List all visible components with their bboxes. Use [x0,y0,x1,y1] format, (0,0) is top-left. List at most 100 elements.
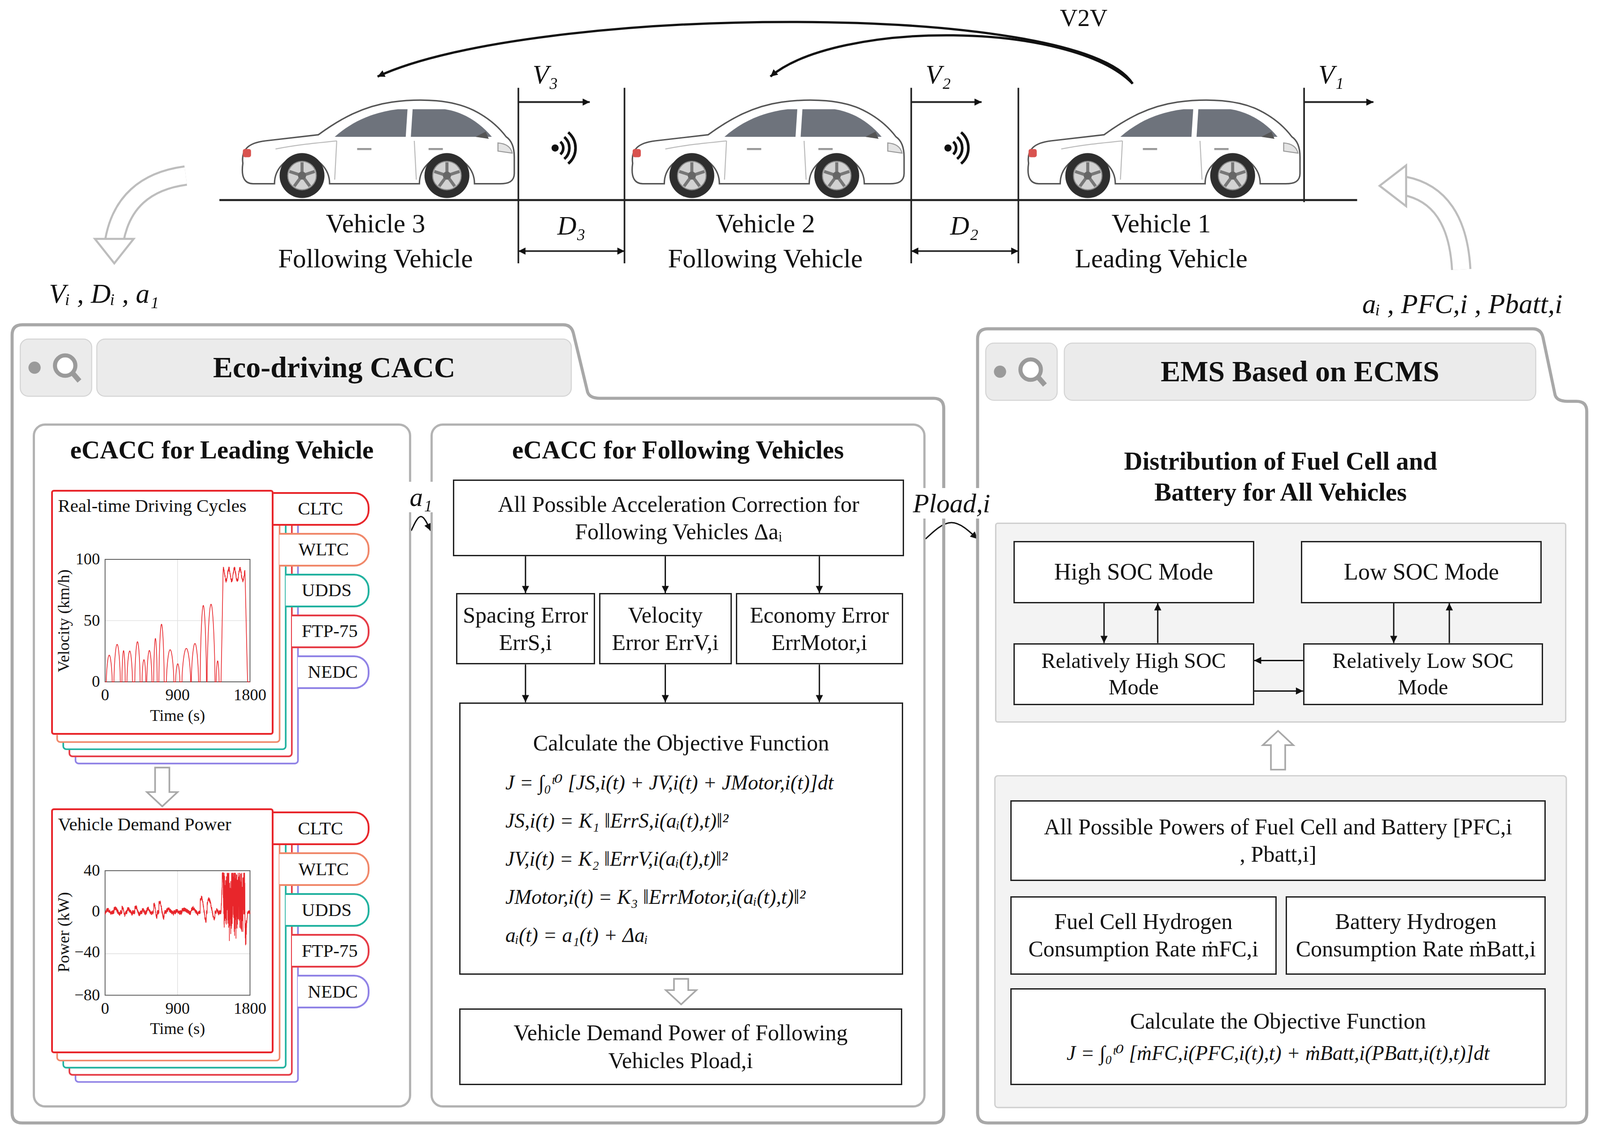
axis-label: Power (kW) [54,891,74,972]
car-illustration [242,100,514,198]
node-label: Spacing Error ErrS,i [461,601,590,657]
node-label: Calculate the Objective Function [1130,1007,1427,1035]
formula-line: JV,i(t) = K₂ ‖ErrV,i(aᵢ(t),t)‖² [505,846,728,872]
power-group [995,775,1567,1108]
process-box: Relatively Low SOC Mode [1303,643,1544,706]
cycle-tab: CLTC [273,491,370,526]
axis-label: −80 [74,985,100,1005]
node-label: Vehicle Demand Power of Following Vehicl… [486,1018,876,1074]
text-area: NEDC [297,976,368,1007]
node-label: All Possible Acceleration Correction for… [466,490,891,546]
node-label: Calculate the Objective Function [533,729,830,757]
cycle-tab: UDDS [285,573,370,608]
arrow-connector [524,664,527,702]
chart-ground [51,808,274,1053]
block-arrow [665,978,697,1005]
axis-label: 0 [91,901,100,921]
node-label: CLTC [297,497,344,520]
node-label: Battery Hydrogen Consumption Rate ṁBatt,… [1293,907,1539,963]
illustration [51,21,1567,1108]
process-box: Battery Hydrogen Consumption Rate ṁBatt,… [1285,895,1546,975]
text-area: All Possible Acceleration Correction for… [454,480,903,555]
text-area: Calculate the Objective FunctionJ = ∫₀ᵗ⁰… [460,703,902,974]
group-box: eCACC for Leading VehicleReal-time Drivi… [32,423,412,1108]
plot-grid [104,559,250,682]
text-area: WLTC [279,534,368,565]
arrow-connector [1254,690,1304,692]
formula-line: JS,i(t) = K₁ ‖ErrS,i(aᵢ(t),t)‖² [505,808,729,834]
axis-label: Velocity (km/h) [54,569,74,672]
cycle-tab: FTP-75 [291,614,370,648]
group-box: eCACC for Following VehiclesAll Possible… [430,423,926,1108]
formula-box: Calculate the Objective Function J = ∫₀ᵗ⁰… [1010,987,1547,1085]
text-area: CLTC [273,493,368,524]
text-area: Spacing Error ErrS,i [457,594,594,663]
road-line [219,199,1357,202]
text-area: WLTC [279,853,368,884]
text-area: FTP-75 [291,616,368,647]
text-area: Vehicle Demand Power of Following Vehicl… [460,1009,901,1084]
arrow-connector [664,664,666,702]
car-illustration [1028,100,1300,198]
formula-box: Calculate the Objective FunctionJ = ∫₀ᵗ⁰… [459,702,904,975]
text-area: Calculate the Objective Function J = ∫₀ᵗ⁰… [1011,989,1545,1084]
cycle-tab: WLTC [279,532,370,567]
annotation-label: Vehicle 2 [715,208,816,239]
arrow-connector [818,556,821,593]
node-label: Fuel Cell Hydrogen Consumption Rate ṁFC,… [1017,907,1270,963]
formula-line: J = ∫₀ᵗ⁰ [ṁFC,i(PFC,i(t),t) + ṁBatt,i(PB… [1066,1040,1490,1066]
velocity-arrow [518,101,590,104]
annotation-label: D₃ [557,210,586,241]
axis-label: 900 [165,999,191,1018]
arrow-connector [1448,603,1451,644]
axis-label: 40 [83,860,100,880]
process-box: Relatively High SOC Mode [1013,643,1255,706]
search-icon [20,338,92,396]
velocity-arrow [911,101,982,104]
text-area: All Possible Powers of Fuel Cell and Bat… [1011,801,1545,880]
node-label: Real-time Driving Cycles [57,494,247,518]
annotation-label: aᵢ , PFC,i , Pbatt,i [1362,287,1563,320]
signal-icon [551,132,576,164]
flow-arrow [1379,165,1461,270]
heading-text: eCACC for Leading Vehicle [70,434,374,466]
panel-header-bar [1064,343,1536,400]
text-area: Relatively High SOC Mode [1014,644,1253,705]
node-label: UDDS [301,578,352,602]
axis-label: 1800 [233,999,267,1018]
block-arrow [147,767,178,806]
text-area: CLTC [273,813,368,844]
text-area: Fuel Cell Hydrogen Consumption Rate ṁFC,… [1011,897,1276,974]
arrow-connector [1156,603,1159,644]
annotation-label: Leading Vehicle [1074,243,1248,274]
plot-frame [104,559,250,682]
process-box: Fuel Cell Hydrogen Consumption Rate ṁFC,… [1010,895,1277,975]
cycle-tab: CLTC [273,811,370,845]
node-label: NEDC [307,980,358,1003]
panel-frame: EMS Based on ECMS Distribution of Fuel Ce… [977,328,1587,1123]
text-area: Distribution of Fuel Cell and Battery fo… [1081,445,1480,508]
velocity-arrow [1304,101,1374,104]
process-box: Vehicle Demand Power of Following Vehicl… [459,1008,903,1085]
formula-line: aᵢ(t) = a₁(t) + Δaᵢ [505,922,648,948]
cycle-tab: FTP-75 [291,933,370,968]
annotation-label: V2V [1059,4,1108,33]
annotation-label: Vehicle 1 [1111,208,1212,239]
arrow-connector [524,556,527,593]
text-area: EMS Based on ECMS [1064,343,1536,400]
annotation-label: D₂ [950,210,979,241]
axis-label: 900 [165,685,191,705]
node-label: WLTC [298,857,349,881]
text-area: eCACC for Leading Vehicle [34,434,409,466]
annotation-label: Following Vehicle [667,243,863,274]
axis-label: 0 [100,999,109,1018]
axis-label: Time (s) [149,1019,205,1039]
text-area: Vehicle Demand Power [57,813,232,836]
node-label: Relatively High SOC Mode [1039,647,1229,701]
data-series [104,872,250,946]
axis-label: 1800 [233,685,267,705]
axis-label: Time (s) [149,706,205,726]
node-label: Velocity Error ErrV,i [604,601,727,657]
v2v-link [377,21,1133,84]
text-area: UDDS [285,575,368,606]
